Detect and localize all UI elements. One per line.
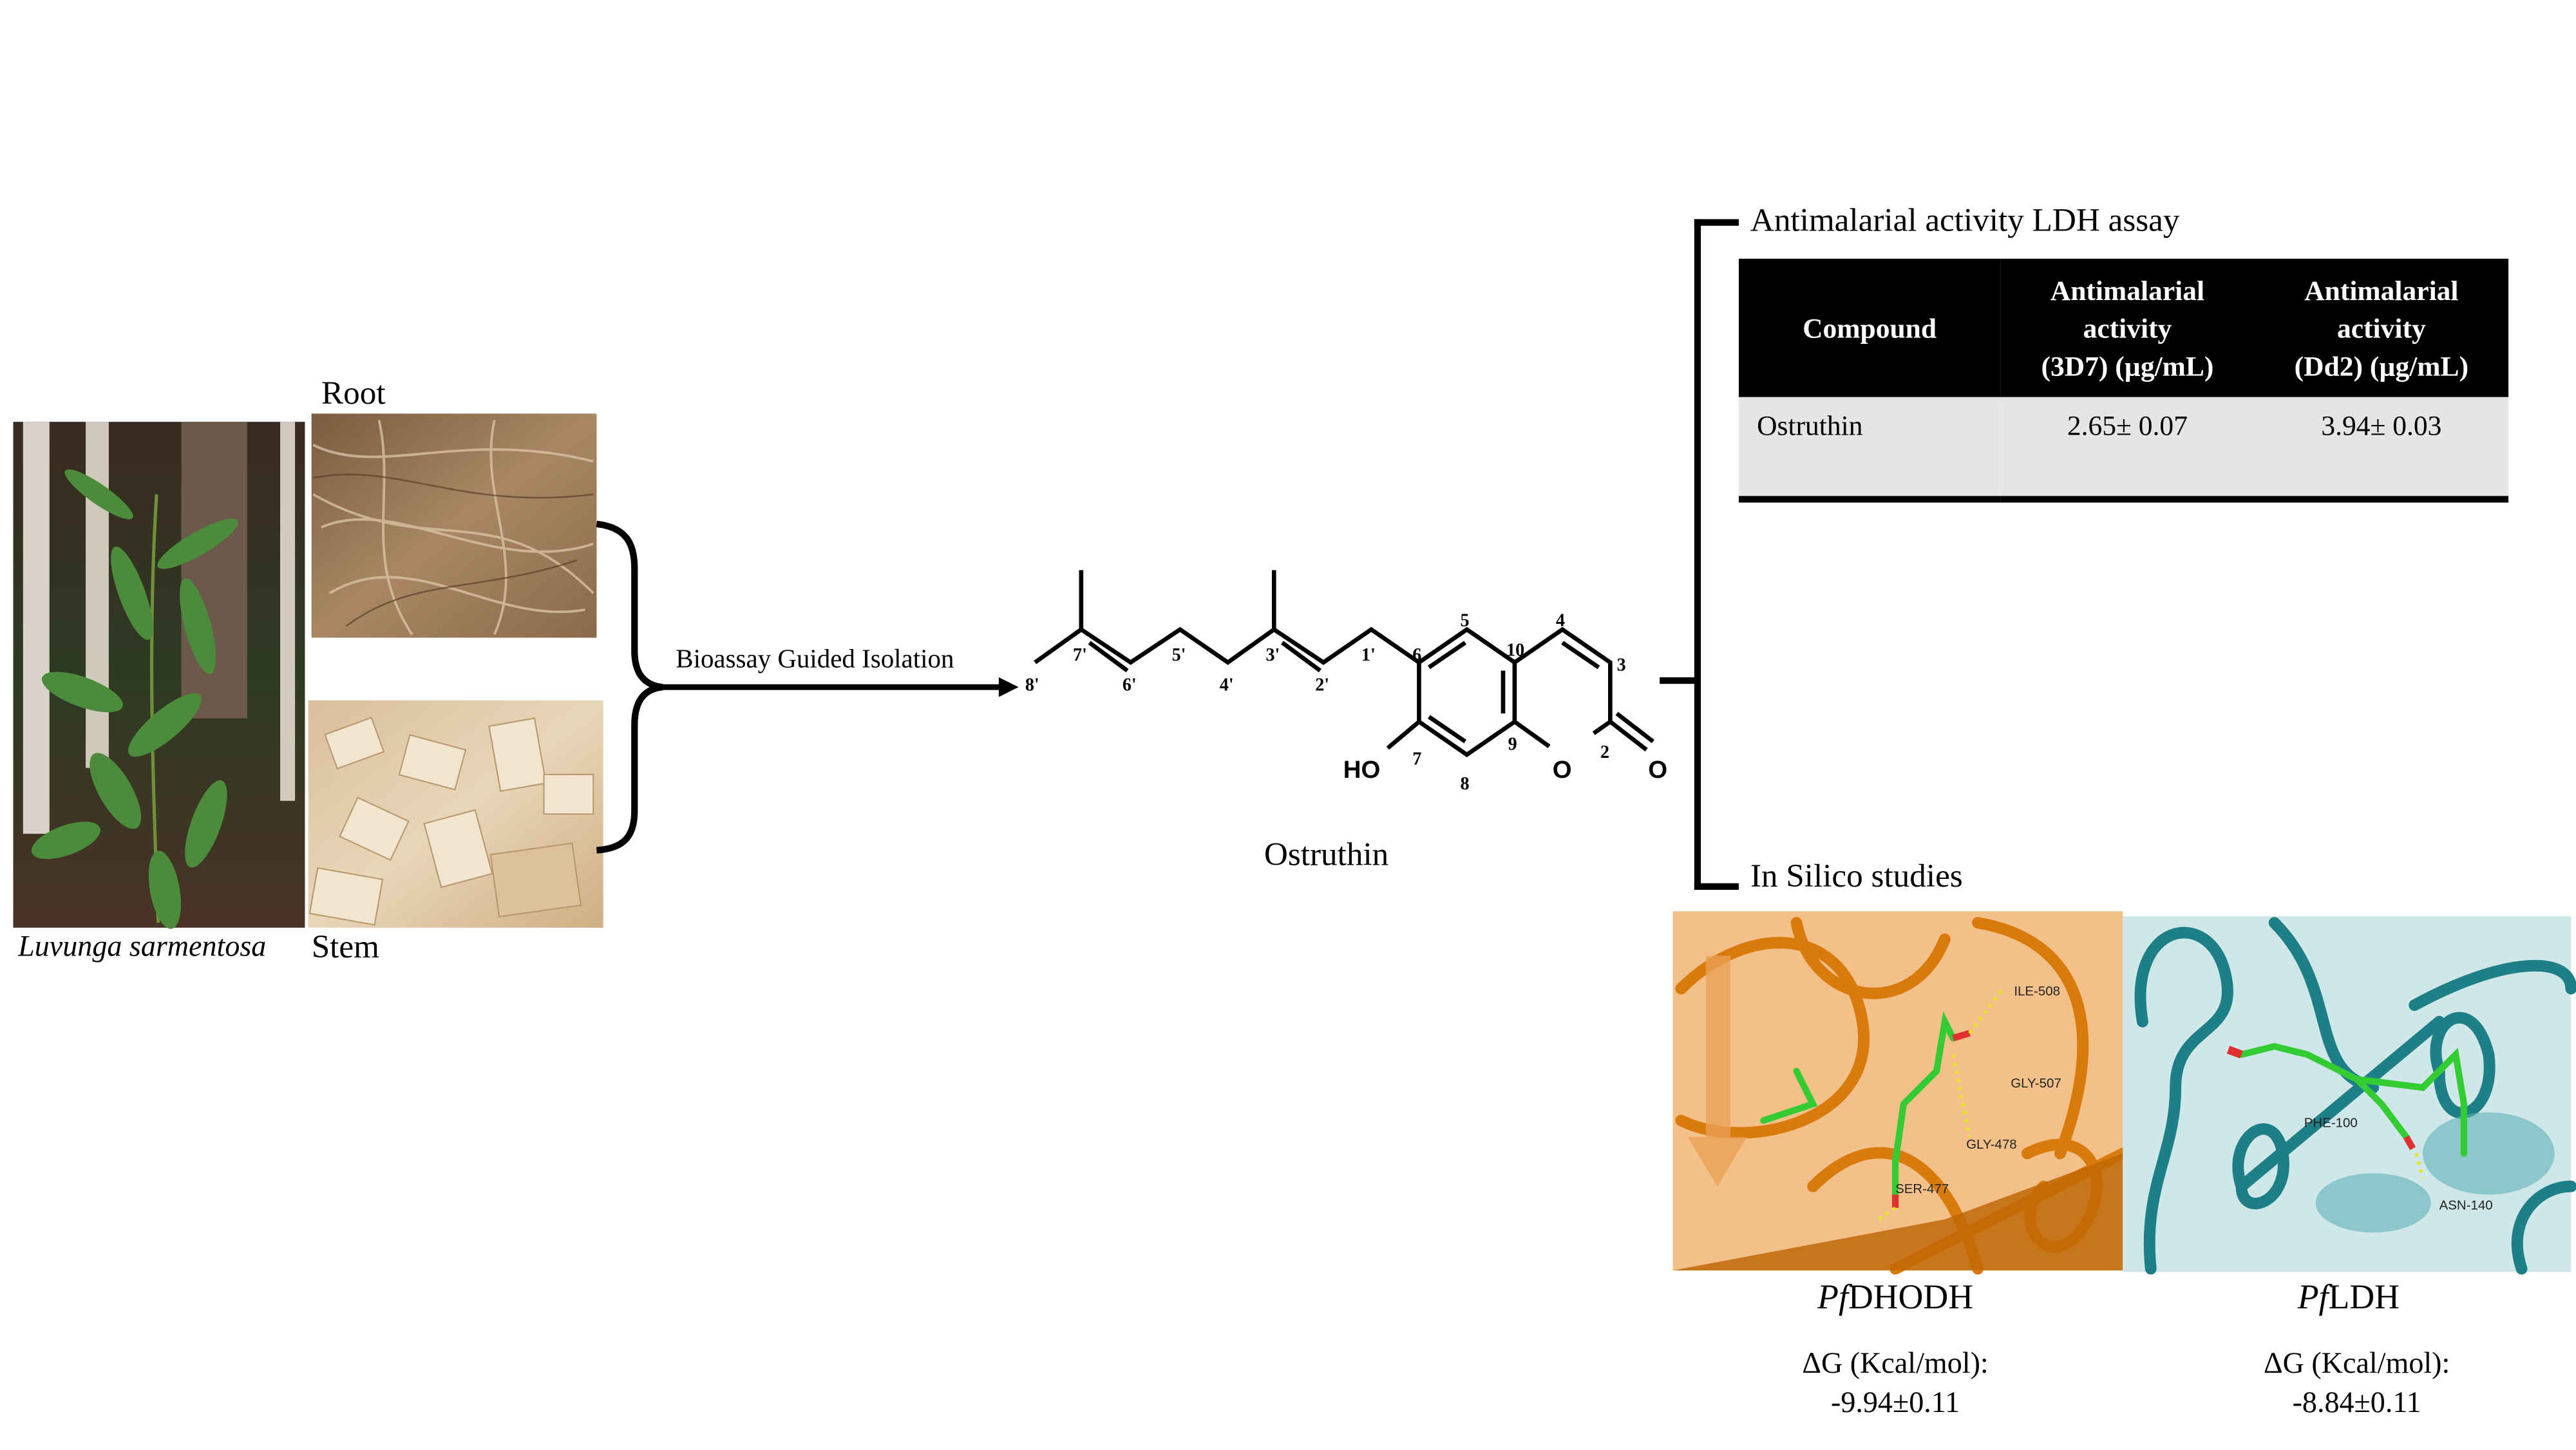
- carbonyl-oxygen-label: O: [1648, 756, 1667, 784]
- compound-name: Ostruthin: [1264, 837, 1389, 874]
- hydroxyl-label: HO: [1343, 756, 1381, 784]
- process-label: Bioassay Guided Isolation: [676, 646, 954, 674]
- cell-dd2: 3.94± 0.03: [2254, 397, 2509, 503]
- header-compound: Compound: [1738, 258, 2001, 397]
- atom-label: 2': [1315, 675, 1329, 695]
- atom-label: 2: [1600, 742, 1609, 762]
- atom-label: 6': [1122, 675, 1137, 695]
- atom-label: 8': [1025, 675, 1039, 695]
- atom-label: 1': [1361, 645, 1376, 665]
- atom-label: 10: [1506, 641, 1524, 661]
- atom-label: 5': [1172, 645, 1186, 665]
- residue-label: GLY-507: [2011, 1076, 2061, 1091]
- arrowhead-icon: [998, 677, 1019, 697]
- cell-3d7: 2.65± 0.07: [2000, 397, 2255, 503]
- atom-label: 8: [1460, 774, 1469, 794]
- atom-label: 6: [1412, 645, 1421, 665]
- residue-label: SER-477: [1895, 1182, 1949, 1196]
- stem-photo: [308, 700, 603, 928]
- assay-title: Antimalarial activity LDH assay: [1750, 202, 2180, 240]
- residue-label: ASN-140: [2439, 1198, 2493, 1212]
- atom-label: 9: [1508, 734, 1517, 754]
- plant-caption: Luvunga sarmentosa: [18, 929, 267, 963]
- atom-label: 4: [1556, 610, 1565, 630]
- atom-label: 7': [1073, 645, 1087, 665]
- atom-label: 7: [1412, 749, 1421, 769]
- pfdhodh-caption: PfDHODH: [1817, 1277, 1974, 1317]
- cell-compound: Ostruthin: [1738, 397, 2001, 503]
- atom-label: 3: [1617, 655, 1626, 675]
- atom-label: 3': [1265, 645, 1280, 665]
- ring-oxygen-label: O: [1553, 756, 1572, 784]
- root-label: Root: [321, 375, 386, 412]
- pfldh-binding-energy: ΔG (Kcal/mol):-8.84±0.11: [2263, 1346, 2450, 1419]
- residue-label: PHE-100: [2304, 1115, 2358, 1130]
- table-row: Ostruthin 2.65± 0.07 3.94± 0.03: [1738, 397, 2509, 503]
- root-photo: [311, 413, 597, 638]
- pfldh-caption: PfLDH: [2297, 1277, 2400, 1317]
- atom-label: 4': [1220, 675, 1234, 695]
- residue-label: GLY-478: [1966, 1137, 2017, 1152]
- residue-label: ILE-508: [2014, 984, 2060, 999]
- pfldh-docking-image: PHE-100 ASN-140: [2123, 916, 2576, 1275]
- stem-label: Stem: [311, 929, 379, 966]
- plant-photo: [13, 422, 305, 929]
- pfdhodh-docking-image: ILE-508 GLY-507 GLY-478 SER-477: [1672, 911, 2129, 1275]
- in-silico-title: In Silico studies: [1750, 858, 1963, 895]
- atom-label: 5: [1460, 610, 1469, 630]
- pfdhodh-binding-energy: ΔG (Kcal/mol):-9.94±0.11: [1802, 1346, 1989, 1419]
